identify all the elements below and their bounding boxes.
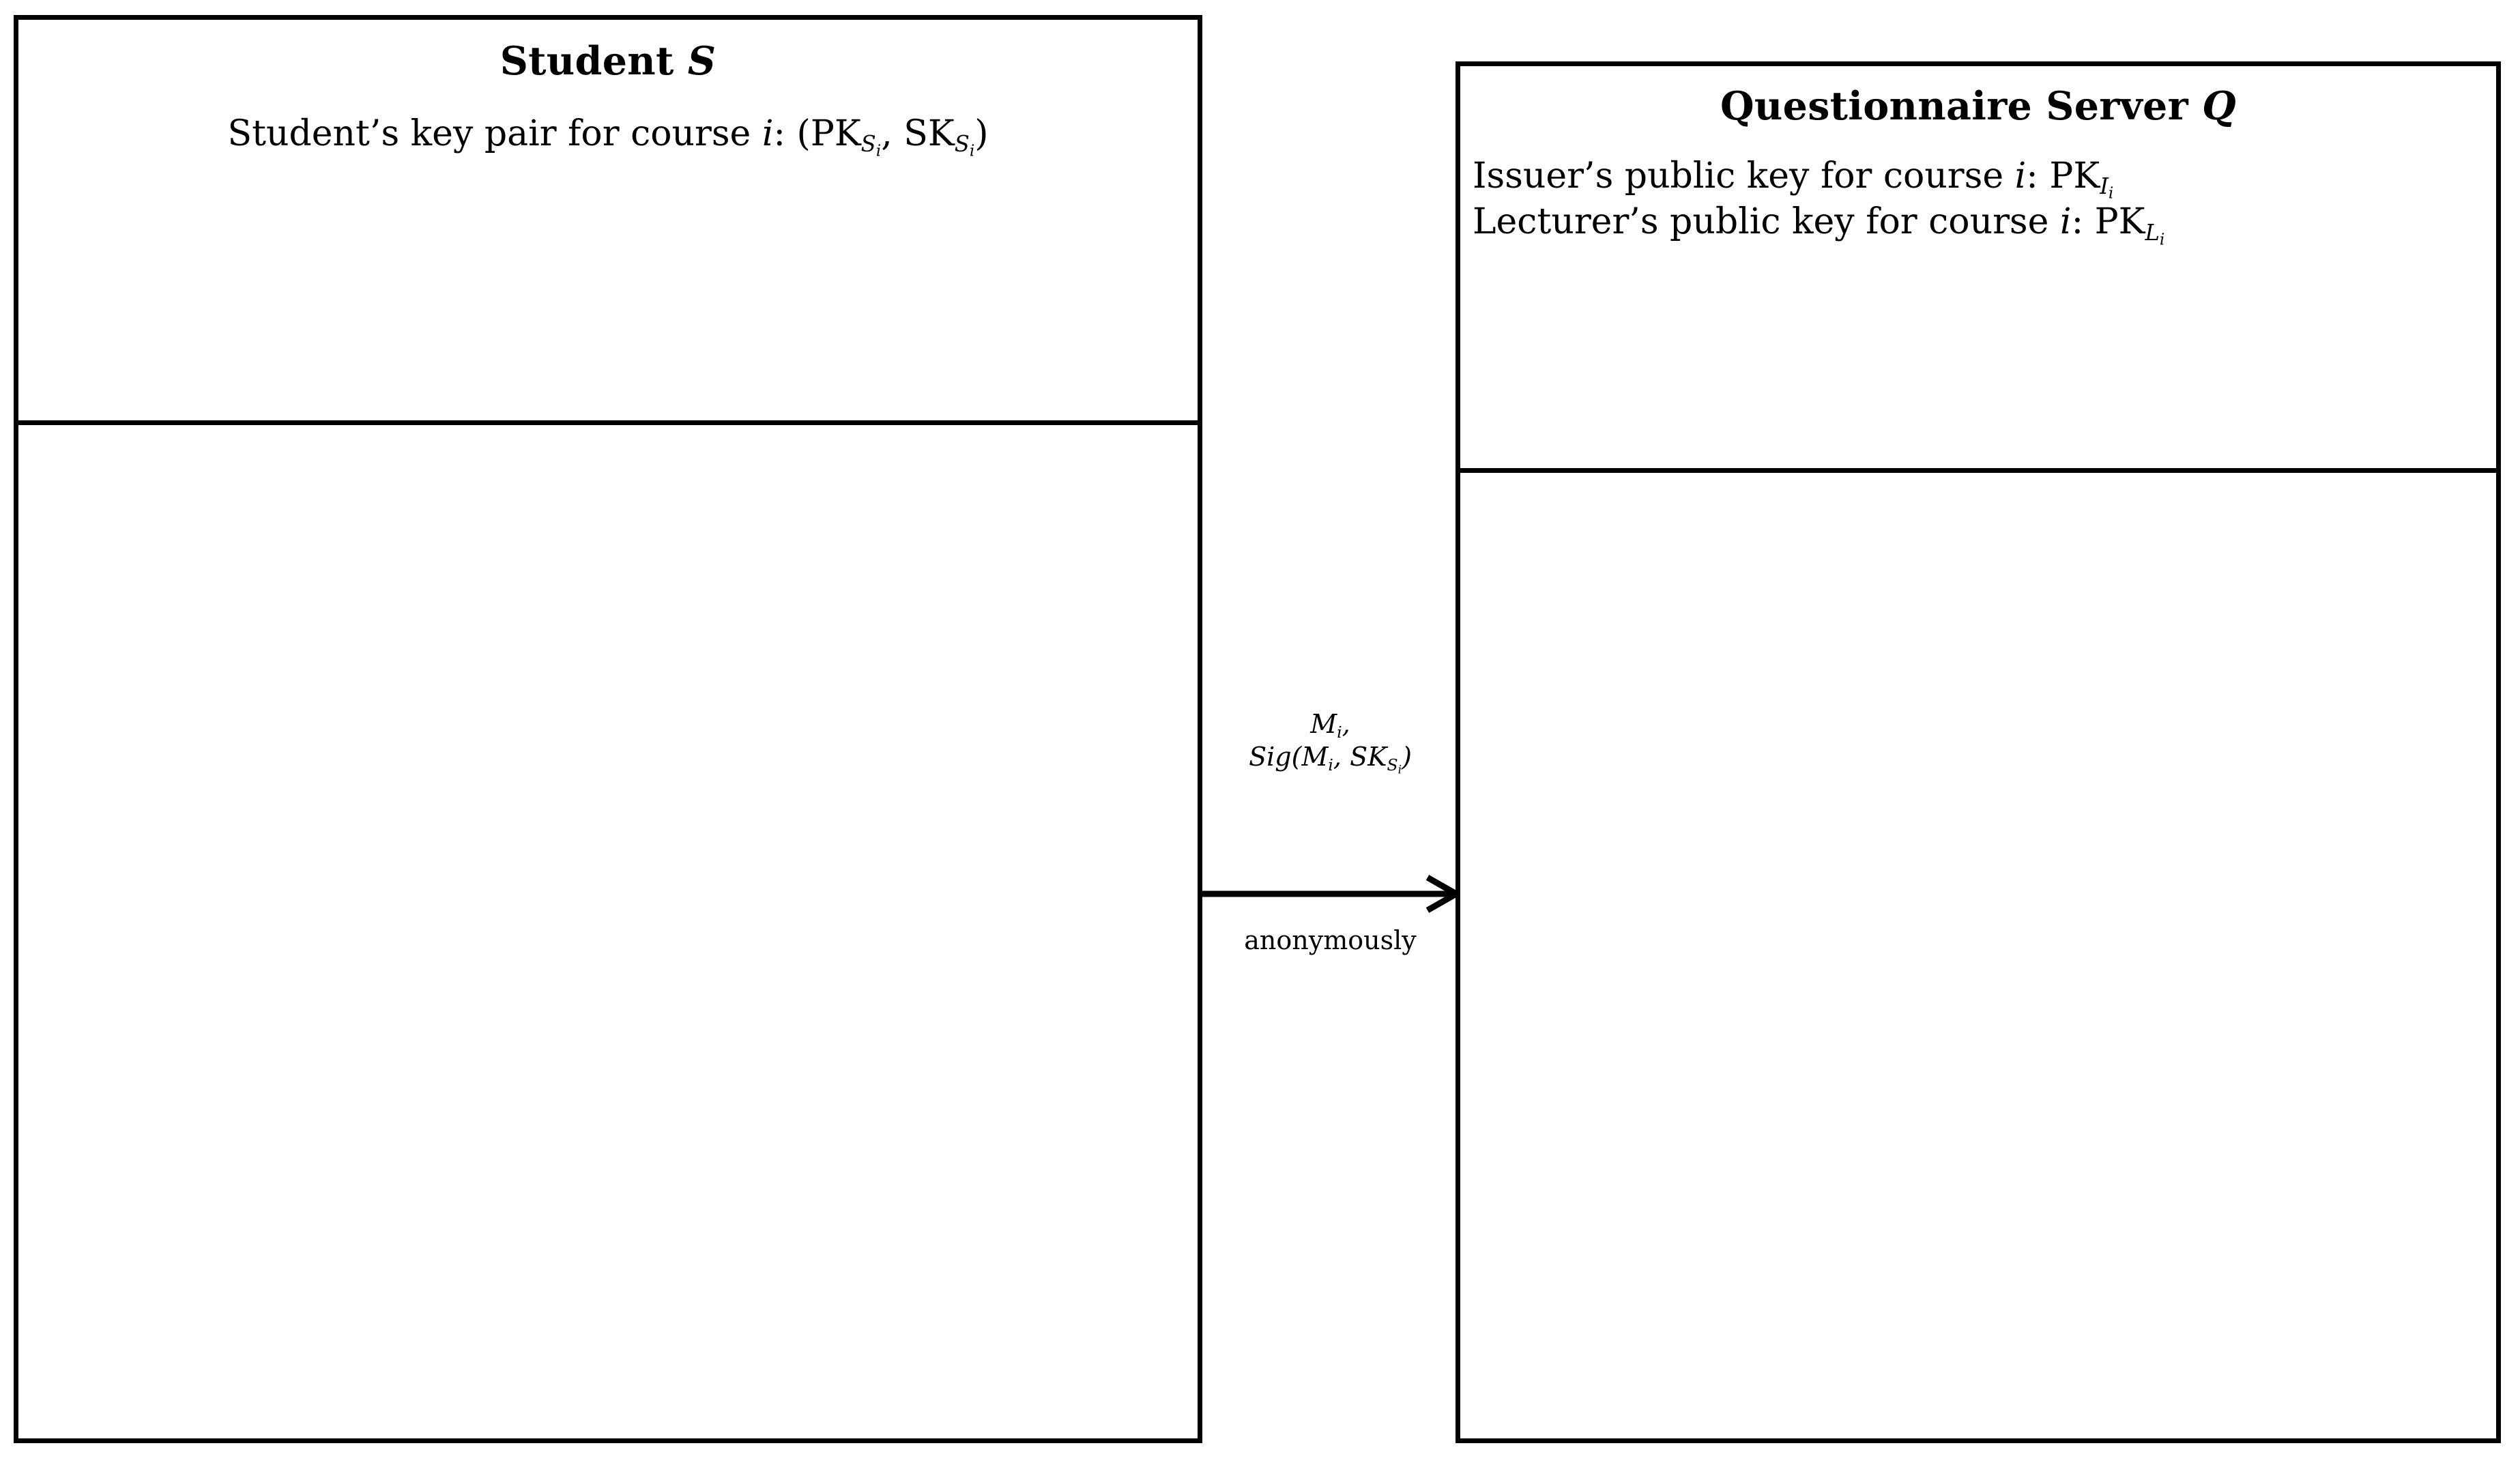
student-header: Student S Student’s key pair for course … xyxy=(18,20,1198,425)
arrow-label-close: ) xyxy=(1402,741,1412,772)
student-key-pair-prefix: Student’s key pair for course xyxy=(227,113,762,154)
server-party-box: Questionnaire Server Q Issuer’s public k… xyxy=(1455,61,2501,1443)
student-key-sub1: S xyxy=(860,131,876,158)
issuer-key-sub: I xyxy=(2100,173,2109,200)
arrow-label-top: Mi,Sig(Mi, SKSi) xyxy=(1202,708,1458,777)
student-key-pair-index: i xyxy=(762,113,774,154)
arrow-label-open: ( xyxy=(1291,741,1302,772)
arrow-line-icon xyxy=(1202,875,1458,913)
student-key-pair-mid: , SK xyxy=(881,113,955,154)
lecturer-key-index: i xyxy=(2059,201,2072,243)
message-arrow: Mi,Sig(Mi, SKSi) anonymously xyxy=(1202,709,1458,989)
student-title-symbol: S xyxy=(687,38,716,84)
student-title-text: Student xyxy=(499,38,688,84)
arrow-label-M2-sub: i xyxy=(1328,755,1333,774)
lecturer-key-prefix: Lecturer’s public key for course xyxy=(1473,201,2060,243)
student-key-pair-line: Student’s key pair for course i: (PKSi, … xyxy=(18,83,1198,159)
arrow-label-Sig: Sig xyxy=(1249,741,1292,772)
server-title-symbol: Q xyxy=(2202,83,2237,129)
issuer-key-sub-index: i xyxy=(2108,184,2114,203)
arrow-label-SK-sub-i: i xyxy=(1397,762,1402,777)
issuer-key-line: Issuer’s public key for course i: PKIi xyxy=(1460,128,2496,201)
student-title: Student S xyxy=(18,20,1198,83)
lecturer-key-sub: L xyxy=(2145,219,2160,246)
server-header: Questionnaire Server Q Issuer’s public k… xyxy=(1460,66,2496,473)
arrow-label-SK: SK xyxy=(1350,741,1387,772)
arrow-label-M: M xyxy=(1310,709,1337,739)
student-key-pair-close: ) xyxy=(974,113,989,154)
lecturer-key-sub-index: i xyxy=(2159,230,2165,249)
server-title: Questionnaire Server Q xyxy=(1460,66,2496,128)
issuer-key-prefix: Issuer’s public key for course xyxy=(1473,155,2015,197)
issuer-key-index: i xyxy=(2014,155,2027,197)
student-party-box: Student S Student’s key pair for course … xyxy=(14,15,1202,1443)
arrow-label-comma: , xyxy=(1342,709,1350,739)
arrow-label-bottom: anonymously xyxy=(1244,925,1417,955)
server-title-text: Questionnaire Server xyxy=(1720,83,2203,129)
arrow-label-M-sub: i xyxy=(1337,723,1342,742)
student-key-sub2-index: i xyxy=(969,141,975,160)
issuer-key-mid: : PK xyxy=(2026,155,2100,197)
student-key-sub1-index: i xyxy=(875,141,882,160)
arrow-label-sep: , xyxy=(1333,741,1350,772)
student-key-pair-suffix: : (PK xyxy=(773,113,861,154)
student-key-sub2: S xyxy=(954,131,970,158)
arrow-label-M2: M xyxy=(1301,741,1329,772)
lecturer-key-line: Lecturer’s public key for course i: PKLi xyxy=(1460,197,2496,247)
lecturer-key-mid: : PK xyxy=(2071,201,2145,243)
arrow-label-SK-sub-S: S xyxy=(1387,755,1398,774)
